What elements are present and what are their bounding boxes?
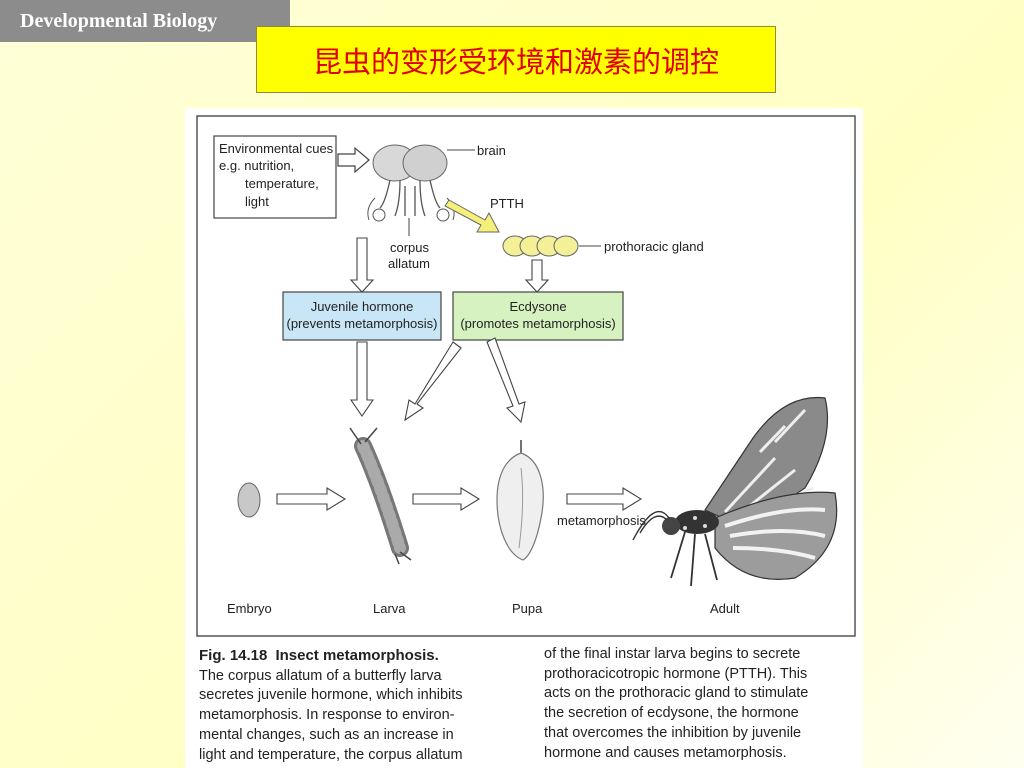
ca-to-jh-arrow [349,237,375,293]
prothoracic-gland [502,235,579,257]
caption-right: of the final instar larva begins to secr… [544,645,808,763]
figure: Environmental cues e.g. nutrition, tempe… [185,108,863,768]
brain [367,144,455,222]
env-cues-line-3: temperature, [245,176,319,191]
ptth-arrow [444,199,500,233]
caption-right-line: prothoracicotropic hormone (PTTH). This [544,665,808,682]
jh-to-larva-arrow [349,341,375,417]
brain-label: brain [477,143,506,158]
caption-left: Fig. 14.18 Insect metamorphosis. The cor… [199,646,463,765]
larva-to-pupa-arrow [412,487,481,511]
metamorphosis-diagram: Environmental cues e.g. nutrition, tempe… [196,115,856,637]
juvenile-hormone-subtitle: (prevents metamorphosis) [287,316,438,331]
header-tab-label: Developmental Biology [20,10,218,32]
fig-title: Insect metamorphosis. [275,647,439,664]
stage-label-pupa: Pupa [512,601,543,616]
caption-left-line: The corpus allatum of a butterfly larva [199,667,442,684]
corpus-allatum-label-1: corpus [390,240,430,255]
prothoracic-gland-label: prothoracic gland [604,239,704,254]
env-cues-line-1: Environmental cues [219,141,334,156]
header-tab: Developmental Biology [0,0,290,42]
adult-butterfly [632,396,838,587]
fig-number: Fig. 14.18 [199,647,268,664]
metamorphosis-label: metamorphosis [557,513,646,528]
ptth-label: PTTH [490,196,524,211]
caption-left-line: light and temperature, the corpus allatu… [199,746,463,763]
env-cues-line-4: light [245,194,269,209]
caption-left-line: metamorphosis. In response to environ- [199,707,455,724]
ecdysone-box [452,291,624,341]
pupa [496,440,544,561]
corpus-allatum-label-2: allatum [388,256,430,271]
caption-right-line: that overcomes the inhibition by juvenil… [544,724,802,741]
slide-title: 昆虫的变形受环境和激素的调控 [256,26,776,93]
pupa-to-adult-arrow [566,487,643,511]
embryo [237,482,261,518]
ecdysone-to-pupa-arrow [486,337,526,424]
ecdysone-subtitle: (promotes metamorphosis) [460,316,615,331]
caption-right-line: hormone and causes metamorphosis. [544,744,787,761]
env-cues-line-2: e.g. nutrition, [219,158,294,173]
slide-title-text: 昆虫的变形受环境和激素的调控 [312,44,719,79]
juvenile-hormone-box [282,291,442,341]
caption-heading: Fig. 14.18 Insect metamorphosis. [199,646,463,667]
stage-label-adult: Adult [710,601,740,616]
caption-left-line: secretes juvenile hormone, which inhibit… [199,687,463,704]
cues-to-brain-arrow [337,146,370,174]
ecdysone-title: Ecdysone [509,299,566,314]
larva [349,427,412,565]
stage-label-larva: Larva [373,601,406,616]
env-cues-box [213,135,337,219]
caption-right-line: the secretion of ecdysone, the hormone [544,705,799,722]
caption-right-line: of the final instar larva begins to secr… [544,646,801,662]
caption-left-line: mental changes, such as an increase in [199,726,454,743]
gland-to-ecdysone-arrow [524,259,550,293]
juvenile-hormone-title: Juvenile hormone [311,299,414,314]
diagram-frame [196,115,856,637]
embryo-to-larva-arrow [276,487,347,511]
stage-label-embryo: Embryo [227,601,272,616]
ecdysone-to-larva-arrow [404,341,462,422]
caption-right-line: acts on the prothoracic gland to stimula… [544,685,809,702]
